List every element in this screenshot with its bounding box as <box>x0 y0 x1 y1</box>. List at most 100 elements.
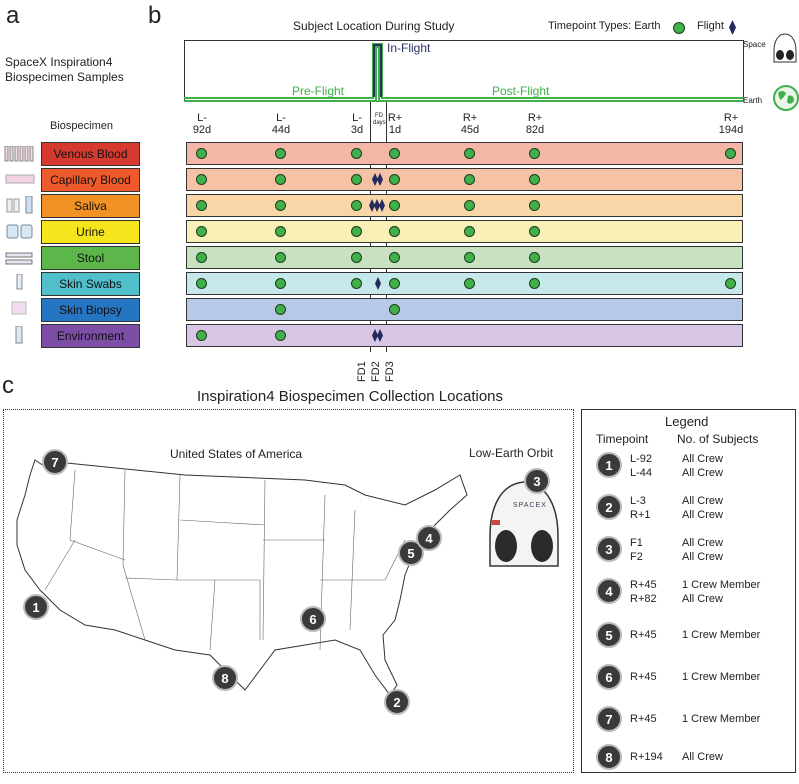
timepoint-prefix: R+ <box>387 112 403 124</box>
legend-timepoint: R+45 <box>630 629 657 641</box>
flight-day-label: FD3 <box>384 361 396 382</box>
earth-collection-dot <box>389 174 400 185</box>
legend-timepoints: R+194 <box>630 750 663 764</box>
legend-timepoints: R+45 <box>630 670 657 684</box>
legend-subject-count: All Crew <box>682 751 723 763</box>
flight-collection-diamond <box>377 173 383 186</box>
legend-timepoint: F2 <box>630 551 643 563</box>
legend-subject-count: 1 Crew Member <box>682 579 761 591</box>
legend-marker: 2 <box>596 494 622 520</box>
earth-collection-dot <box>275 278 286 289</box>
legend-col-subjects: No. of Subjects <box>677 432 759 446</box>
panel-a-title-line2: Biospecimen Samples <box>5 70 124 84</box>
legend-timepoint: L-3 <box>630 495 646 507</box>
environment-swab-icon <box>4 325 36 344</box>
timepoint-days: 44d <box>271 124 291 136</box>
legend-marker: 7 <box>596 706 622 732</box>
legend-subject-count: All Crew <box>682 593 723 605</box>
timepoint-label: L-3d <box>343 112 371 136</box>
legend-timepoint: R+1 <box>630 509 651 521</box>
timepoint-label: L-92d <box>188 112 216 136</box>
legend-title: Legend <box>665 414 709 429</box>
legend-subjects: 1 Crew Member <box>682 628 760 642</box>
flight-collection-diamond <box>372 173 378 186</box>
earth-collection-dot <box>389 226 400 237</box>
earth-collection-dot <box>529 148 540 159</box>
earth-collection-dot <box>275 330 286 341</box>
legend-timepoint: R+82 <box>630 593 657 605</box>
legend-timepoint: R+45 <box>630 713 657 725</box>
timepoint-prefix: R+ <box>527 112 543 124</box>
specimen-label: Venous Blood <box>41 142 140 166</box>
urine-cup-icon <box>4 222 36 239</box>
flight-collection-diamond <box>369 199 375 212</box>
timepoint-days: 45d <box>460 124 480 136</box>
location-path <box>184 43 744 102</box>
timepoint-prefix: R+ <box>462 112 478 124</box>
legend-timepoints: R+45 <box>630 628 657 642</box>
legend-row: 5 R+45 1 Crew Member <box>582 622 797 662</box>
pre-flight-label: Pre-Flight <box>292 84 345 98</box>
legend-subjects: All Crew <box>682 750 723 764</box>
timepoint-label: R+194d <box>717 112 745 136</box>
spacecraft-illustration <box>484 478 564 579</box>
earth-collection-dot <box>464 252 475 263</box>
flight-label: Flight <box>697 20 724 32</box>
skin-biopsy-icon <box>4 300 36 315</box>
earth-collection-dot <box>351 252 362 263</box>
space-capsule-icon <box>772 33 798 70</box>
earth-collection-dot <box>389 252 400 263</box>
biospecimen-header: Biospecimen <box>50 120 113 132</box>
earth-collection-dot <box>464 174 475 185</box>
earth-collection-dot <box>275 148 286 159</box>
legend-subject-count: All Crew <box>682 453 723 465</box>
blood-tubes-icon <box>4 145 36 162</box>
legend-subject-count: All Crew <box>682 551 723 563</box>
flight-day-label: FD2 <box>370 361 382 382</box>
timepoint-prefix: L- <box>197 112 207 124</box>
earth-collection-dot <box>275 252 286 263</box>
legend-marker: 3 <box>596 536 622 562</box>
panel-a-title: SpaceX Inspiration4 Biospecimen Samples <box>5 55 124 85</box>
earth-axis-label: Earth <box>743 96 763 105</box>
timepoint-label: L-44d <box>267 112 295 136</box>
capillary-kit-icon <box>4 172 36 186</box>
space-axis-label: Space <box>743 40 766 49</box>
legend-marker: 1 <box>596 452 622 478</box>
specimen-label: Urine <box>41 220 140 244</box>
earth-collection-dot <box>351 148 362 159</box>
earth-collection-dot <box>529 174 540 185</box>
post-flight-label: Post-Flight <box>492 84 550 98</box>
earth-collection-dot <box>351 226 362 237</box>
earth-collection-dot <box>351 278 362 289</box>
legend-timepoint: R+45 <box>630 671 657 683</box>
earth-collection-dot <box>529 252 540 263</box>
earth-collection-dot <box>275 304 286 315</box>
flight-collection-diamond <box>379 199 385 212</box>
timepoint-label: R+45d <box>456 112 484 136</box>
legend-marker: 4 <box>596 578 622 604</box>
earth-collection-dot <box>464 148 475 159</box>
legend-subject-count: All Crew <box>682 495 723 507</box>
panel-b-letter: b <box>148 2 162 29</box>
panel-a-letter: a <box>6 2 20 29</box>
legend-timepoint: L-44 <box>630 467 653 479</box>
legend-subject-count: 1 Crew Member <box>682 629 761 641</box>
legend-marker: 5 <box>596 622 622 648</box>
earth-collection-dot <box>464 226 475 237</box>
legend-timepoint: F1 <box>630 537 643 549</box>
map-frame <box>3 409 574 773</box>
spacecraft-brand: SPACEX <box>513 502 547 509</box>
earth-collection-dot <box>275 200 286 211</box>
earth-collection-dot <box>196 174 207 185</box>
